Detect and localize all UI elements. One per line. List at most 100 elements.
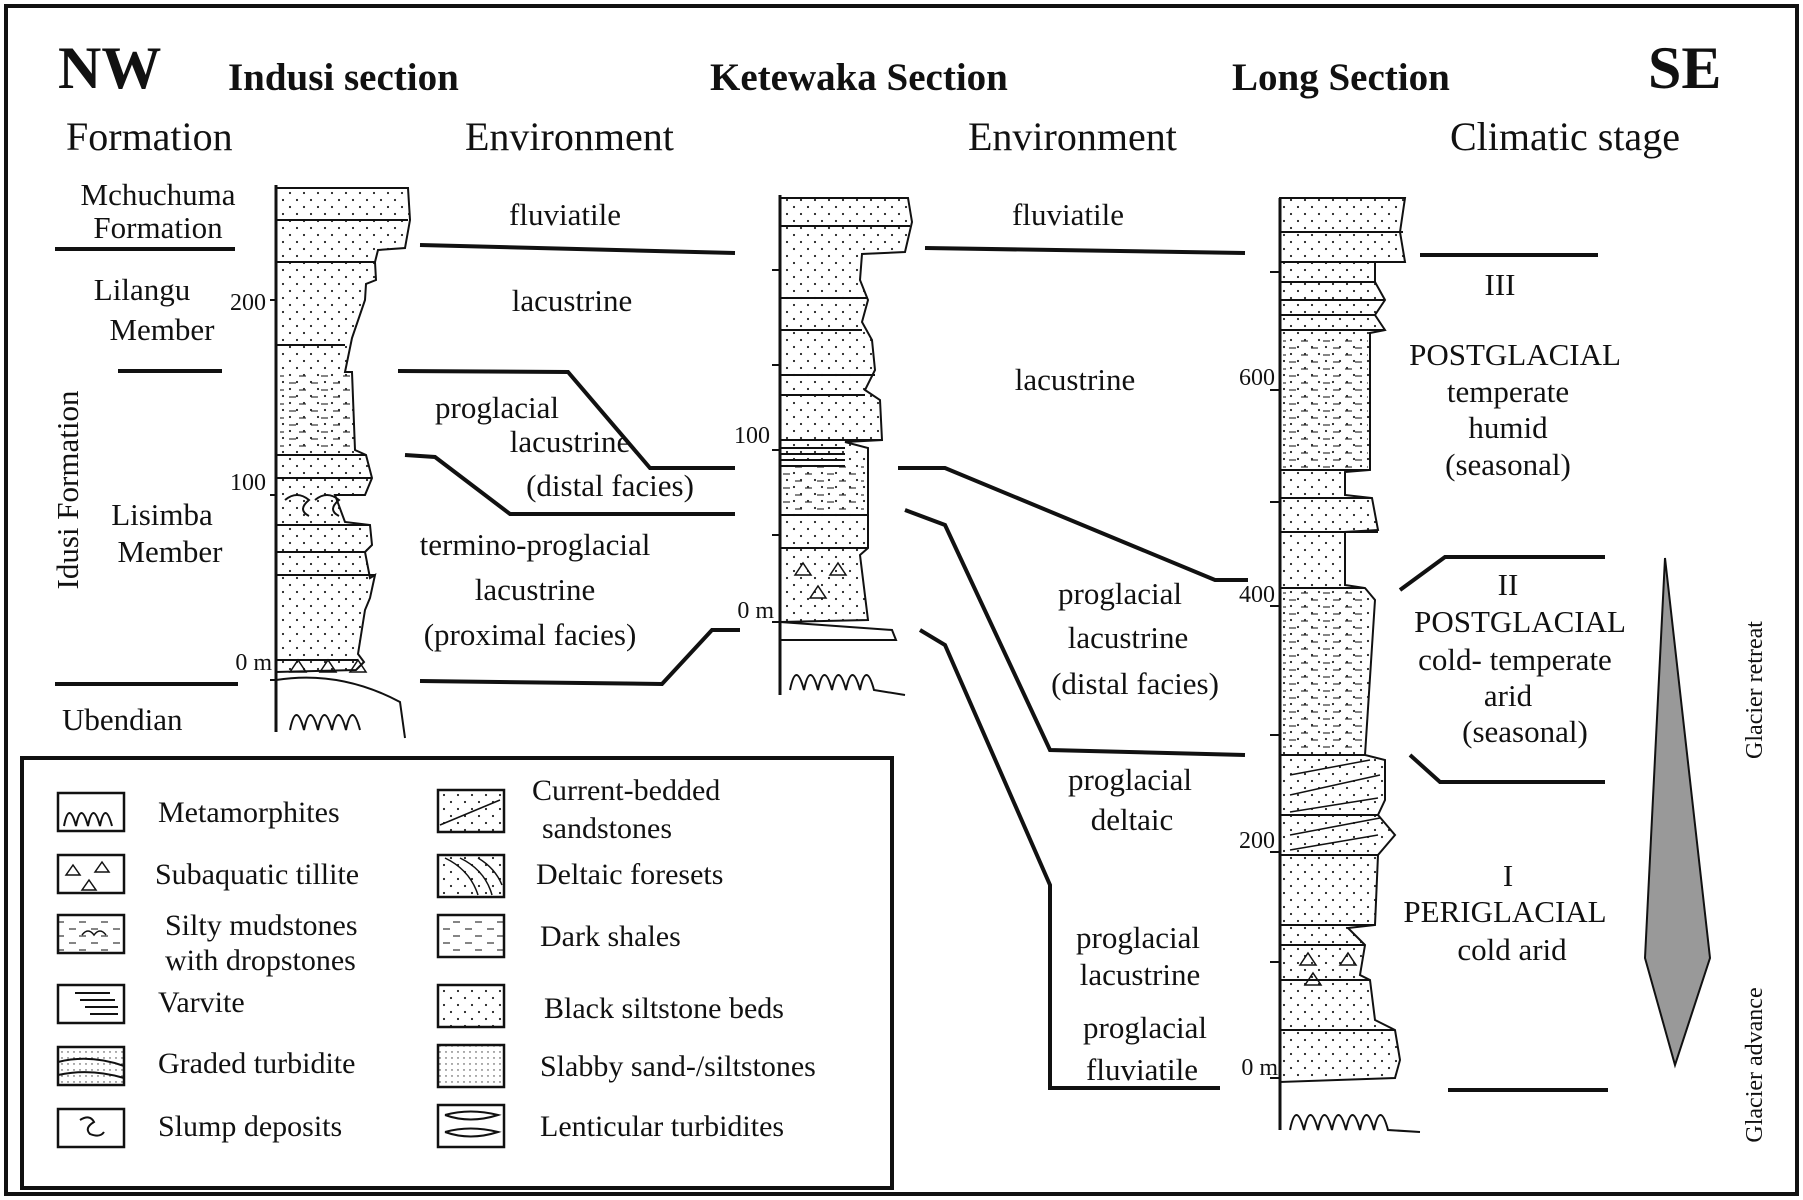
long-deltaic-foresets [1289, 759, 1381, 851]
env1-proglacial-distal-3: (distal facies) [526, 468, 694, 503]
foreset-symbol [444, 857, 503, 896]
glacier-wedge [1643, 557, 1712, 1069]
legend-label: Slabby sand-/siltstones [540, 1050, 816, 1083]
env2-boundary-fluviatile-base [918, 628, 1220, 1090]
indusi-tillite-symbol [288, 658, 368, 673]
env2-proglacial-lacustrine-1: proglacial [1076, 920, 1200, 955]
indusi-tick-label-200: 200 [230, 290, 266, 316]
cross-bedding-symbol [439, 799, 501, 826]
env1-lacustrine: lacustrine [512, 283, 633, 318]
lisimba-label-2: Member [117, 534, 223, 569]
stage-i-line-2: cold arid [1457, 932, 1567, 967]
indusi-section-column: 200 100 0 m [230, 185, 412, 739]
indusi-slump-symbol [284, 494, 341, 517]
glacier-retreat-label: Glacier retreat [1742, 621, 1768, 759]
ketewaka-metamorphite-base [779, 621, 906, 696]
legend-swatch [56, 913, 126, 955]
varvite-symbol [75, 992, 118, 1015]
env2-proglacial-distal-1: proglacial [1058, 576, 1182, 611]
stage-iii-line-1: POSTGLACIAL [1409, 337, 1621, 372]
ketewaka-section-title: Ketewaka Section [710, 56, 1008, 99]
env2-boundary-distal [904, 508, 1246, 757]
long-silty-mudstone [1283, 590, 1363, 750]
legend-item-black-siltstone: Black siltstone beds [436, 983, 784, 1029]
env2-boundary-fluviatile [924, 246, 1246, 255]
legend-label-1: Current-bedded [532, 774, 720, 807]
stage-ii-line-3: arid [1484, 678, 1533, 713]
lisimba-label-1: Lisimba [111, 497, 213, 532]
legend-swatch [436, 788, 506, 834]
legend-swatch [56, 983, 126, 1025]
stage-ii-line-2: cold- temperate [1418, 642, 1612, 677]
legend-label: Lenticular turbidites [540, 1110, 784, 1143]
env2-proglacial-deltaic-1: proglacial [1068, 762, 1192, 797]
stage-ii-line-4: (seasonal) [1462, 714, 1588, 749]
long-tick-label-600: 600 [1239, 365, 1275, 391]
legend-label: Black siltstone beds [544, 992, 784, 1025]
indusi-tick-label-100: 100 [230, 470, 266, 496]
long-tick-label-400: 400 [1239, 582, 1275, 608]
stage-iii-number: III [1485, 267, 1516, 302]
long-section-title: Long Section [1232, 56, 1450, 99]
env2-proglacial-deltaic-2: deltaic [1091, 802, 1174, 837]
climatic-stage-labels: III POSTGLACIAL temperate humid (seasona… [1398, 253, 1768, 1143]
climatic-boundary-2-1 [1408, 753, 1605, 784]
env1-boundary-fluviatile [419, 243, 736, 255]
legend-label-2: sandstones [542, 812, 672, 845]
legend-swatch [436, 913, 506, 959]
legend-item-varvite: Varvite [56, 983, 245, 1025]
legend-label: Graded turbidite [158, 1047, 355, 1080]
slump-symbol [79, 1116, 105, 1137]
outer-frame [4, 4, 1799, 1196]
mchuchuma-label-2: Formation [93, 210, 223, 245]
env2-proglacial-distal-3: (distal facies) [1051, 666, 1219, 701]
legend-item-subaquatic-tillite: Subaquatic tillite [56, 853, 359, 895]
env1-termino-proglacial-1: termino-proglacial [420, 527, 651, 562]
lenticular-symbol [444, 1110, 502, 1138]
legend-label: Metamorphites [158, 796, 340, 829]
legend-item-graded-turbidite: Graded turbidite [56, 1045, 355, 1087]
env2-lacustrine: lacustrine [1015, 362, 1136, 397]
long-section-column: 600 400 200 0 m [1239, 197, 1421, 1133]
environment-column-header-2: Environment [968, 114, 1177, 159]
legend-item-deltaic-foresets: Deltaic foresets [436, 853, 723, 899]
ketewaka-tick-label-0: 0 m [737, 598, 774, 624]
legend-label-1: Silty mudstones [165, 909, 358, 942]
legend-swatch [436, 983, 506, 1029]
indusi-section-title: Indusi section [228, 56, 459, 99]
env2-proglacial-distal-2: lacustrine [1068, 620, 1189, 655]
se-label: SE [1648, 35, 1721, 101]
env1-boundary-distal [404, 453, 735, 516]
legend-swatch [56, 1045, 126, 1087]
environment-2-labels: fluviatile lacustrine proglacial lacustr… [898, 197, 1248, 1090]
legend-item-lenticular-turbidites: Lenticular turbidites [436, 1103, 784, 1149]
ketewaka-section-column: 100 0 m [734, 195, 914, 696]
indusi-tick-label-0: 0 m [235, 650, 272, 676]
glacier-advance-label: Glacier advance [1742, 987, 1768, 1142]
legend-label-2: with dropstones [165, 944, 356, 977]
idusi-formation-label: Idusi Formation [50, 390, 85, 589]
stage-i-line-1: PERIGLACIAL [1403, 894, 1606, 929]
legend-label: Dark shales [540, 920, 681, 953]
env2-proglacial-fluviatile-1: proglacial [1083, 1010, 1207, 1045]
env1-boundary-lacustrine [397, 369, 735, 470]
legend-item-current-bedded-sandstones: Current-bedded sandstones [436, 774, 720, 845]
mchuchuma-label-1: Mchuchuma [81, 177, 236, 212]
env2-proglacial-fluviatile-2: fluviatile [1086, 1052, 1198, 1087]
stage-ii-line-1: POSTGLACIAL [1414, 604, 1626, 639]
legend-item-dark-shales: Dark shales [436, 913, 681, 959]
legend-item-metamorphites: Metamorphites [56, 791, 340, 833]
lilangu-label-1: Lilangu [94, 272, 190, 307]
long-dark-shale-upper [1283, 335, 1368, 470]
ketewaka-dark-shale [782, 466, 864, 514]
env2-proglacial-lacustrine-2: lacustrine [1080, 957, 1201, 992]
legend-label: Slump deposits [158, 1110, 342, 1143]
climatic-stage-column-header: Climatic stage [1450, 114, 1680, 159]
environment-1-labels: fluviatile lacustrine proglacial lacustr… [397, 197, 740, 687]
metamorphite-symbol [63, 812, 113, 827]
legend: Metamorphites Subaquatic tillite Silty m… [20, 756, 894, 1190]
legend-item-silty-mudstones: Silty mudstones with dropstones [56, 909, 358, 977]
header: NW SE Indusi section Ketewaka Section Lo… [58, 35, 1721, 159]
long-tillite-symbol [1298, 951, 1358, 986]
